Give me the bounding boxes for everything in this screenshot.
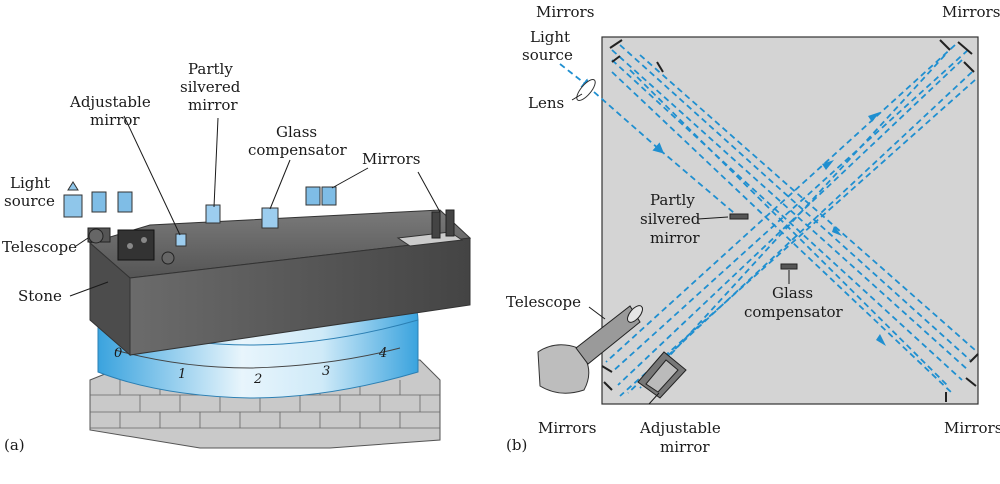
- label-mirrors-top-right: Mirrors: [942, 3, 1000, 21]
- label-light-source-a: Light source: [4, 174, 55, 210]
- label-adjustable-mirror-b: Adjustable mirror: [639, 419, 725, 456]
- panel-tag-a: (a): [4, 436, 25, 454]
- label-glass-compensator-b: Glass compensator: [744, 284, 843, 321]
- lens-b: [576, 79, 596, 101]
- telescope-b: [537, 305, 643, 394]
- ring-number-4: 4: [378, 346, 387, 361]
- label-glass-compensator-a: Glass compensator: [248, 123, 347, 159]
- leader-lines-a: [69, 115, 441, 297]
- label-mirrors-a: Mirrors: [362, 150, 420, 168]
- label-partly-silvered-b: Partly silvered mirror: [640, 191, 705, 247]
- slab-components: [63, 181, 464, 265]
- adjustable-mirror-b: [637, 351, 687, 399]
- label-mirrors-bottom-left: Mirrors: [538, 419, 596, 437]
- ring-number-2: 2: [253, 372, 262, 387]
- panel-a: Light source Adjustable mirror Partly si…: [2, 60, 472, 454]
- label-partly-silvered-a: Partly silvered mirror: [180, 60, 245, 114]
- panel-b: Mirrors Mirrors Light source Lens Partly…: [506, 3, 1000, 456]
- beam-arrows: [822, 112, 886, 346]
- mirrors-a-group: [305, 186, 337, 206]
- partly-silvered-mirror-a: [205, 204, 221, 224]
- light-source-lamp: [63, 181, 83, 218]
- label-telescope-b: Telescope: [506, 293, 581, 311]
- partly-silvered-mirror-b: [729, 213, 749, 220]
- ring-number-3: 3: [322, 364, 330, 379]
- mirror-a1: [91, 191, 107, 213]
- label-telescope-a: Telescope: [2, 238, 77, 256]
- glass-compensator-b: [780, 263, 798, 270]
- panel-tag-b: (b): [506, 436, 527, 454]
- label-light-source-b: Light source: [522, 28, 575, 64]
- label-lens-b: Lens: [528, 94, 564, 112]
- mirror-a2: [117, 191, 133, 213]
- ring-number-0: 0: [114, 346, 122, 361]
- label-adjustable-mirror-a: Adjustable mirror: [69, 93, 155, 129]
- telescope-assembly: [87, 227, 175, 265]
- adjustable-mirror-a: [175, 233, 187, 247]
- label-mirrors-top-left: Mirrors: [536, 3, 594, 21]
- mirror-marks-b: [601, 39, 979, 402]
- label-stone-a: Stone: [18, 287, 62, 305]
- ring-number-1: 1: [178, 367, 186, 382]
- glass-compensator-a: [261, 207, 279, 229]
- mirrors-a-corner: [396, 209, 464, 247]
- light-beams: [559, 44, 976, 397]
- leader-lines-b: [571, 93, 790, 405]
- stone-slab: [88, 209, 472, 357]
- label-mirrors-bottom-right: Mirrors: [944, 419, 1000, 437]
